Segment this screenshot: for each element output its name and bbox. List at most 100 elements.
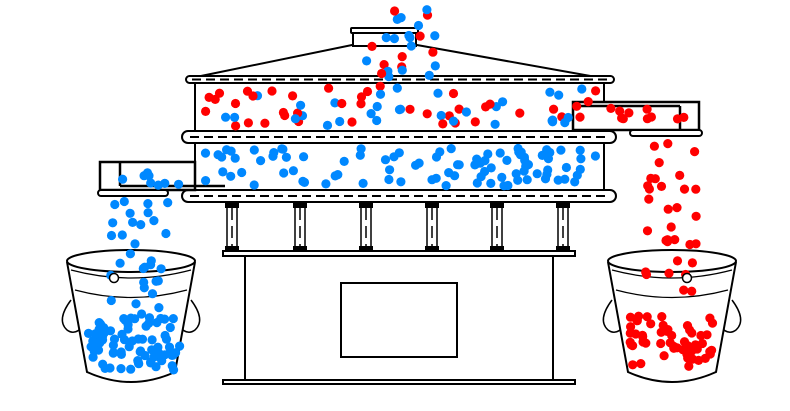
falling-fine-particle [106,295,116,306]
lower-deck-particle [480,166,490,177]
lower-deck-particle [513,143,523,154]
upper-deck-particle [490,119,500,129]
lower-deck-particle [249,145,259,155]
upper-deck-particle [470,117,480,127]
collected-fine-particle [88,336,98,346]
falling-coarse-particle [654,158,664,168]
middle-flange-screen [181,130,617,144]
falling-coarse-particle [672,203,682,213]
collected-coarse-particle [626,322,636,332]
collected-coarse-particle [669,341,679,351]
particles [83,5,718,375]
upper-deck-particle [324,83,334,93]
lower-deck-particle [217,152,227,162]
falling-fine-particle [110,199,120,210]
collected-coarse-particle [682,349,692,359]
falling-coarse-particle [672,256,683,266]
lower-deck-particle [394,148,404,158]
upper-deck-particle [583,97,593,107]
inlet-particle [377,68,387,79]
inlet-particle [390,6,400,16]
upper-deck-particle [267,86,277,96]
upper-deck-particle [221,112,231,122]
upper-deck-particle [347,117,357,127]
lower-flange-screen [181,189,617,203]
lower-deck-particle [200,148,211,158]
falling-fine-particle [156,264,166,274]
spring-leg [490,203,504,251]
upper-deck-particle [454,104,464,114]
upper-deck-particle [563,112,573,123]
upper-deck-particle [280,110,290,121]
lower-deck-particle [201,176,211,186]
collected-fine-particle [100,327,110,337]
falling-coarse-particle [641,267,651,277]
collected-fine-particle [109,334,120,344]
upper-deck-particle [461,107,471,117]
inlet-particle [379,60,389,70]
lower-deck-particle [288,166,298,176]
inlet-particle [375,81,385,91]
inlet-particle [422,5,432,15]
coarse-outlet-particle [642,104,652,114]
lower-deck-particle [556,145,566,155]
inlet-particle [362,56,372,66]
falling-fine-particle [108,218,118,228]
inlet-particle [430,31,440,41]
falling-coarse-particle [656,181,667,191]
collected-fine-particle [153,342,163,352]
coarse-outlet-particle [672,114,683,124]
upper-deck-particle [448,116,459,126]
upper-deck-particle [230,98,241,109]
lower-deck-particle [570,177,580,187]
falling-coarse-particle [675,170,685,180]
falling-coarse-particle [679,285,689,295]
falling-coarse-particle [679,184,690,194]
collected-coarse-particle [705,349,715,359]
falling-fine-particle [130,239,140,249]
inlet-particle [397,52,407,62]
collected-fine-particle [144,318,154,328]
collected-coarse-particle [659,351,669,361]
upper-deck-particle [392,83,402,93]
collected-fine-particle [119,335,130,345]
lower-deck-particle [590,151,601,161]
fine-outlet-particle [142,168,153,178]
upper-deck-particle [372,115,382,126]
lower-deck-particle [380,155,391,165]
coarse-outlet-particle [642,114,653,124]
upper-deck-particle [231,121,241,131]
collected-fine-particle [165,322,175,333]
lower-deck-particle [444,168,454,178]
collected-coarse-particle [646,319,656,329]
collected-coarse-particle [628,341,638,351]
collected-fine-particle [157,356,167,366]
upper-deck-particle [515,108,525,118]
inlet-particle [413,20,424,31]
falling-fine-particle [125,208,135,218]
upper-deck-particle [356,99,366,109]
upper-deck-particle [366,109,376,119]
upper-deck-particle [296,100,306,110]
falling-coarse-particle [670,235,680,245]
falling-coarse-particle [666,222,676,232]
collected-coarse-particle [684,361,694,371]
collected-fine-particle [126,364,136,374]
collected-coarse-particle [642,312,652,322]
lower-deck-particle [226,171,236,181]
collected-fine-particle [168,314,178,324]
lower-deck-particle [256,156,266,166]
lower-deck-particle [561,162,572,173]
lower-deck-particle [356,144,366,154]
collected-fine-particle [137,334,148,344]
inlet-particle [367,41,377,52]
lower-deck-particle [269,148,279,158]
falling-fine-particle [137,309,147,319]
falling-fine-particle [131,299,141,309]
upper-deck-particle [549,104,559,114]
falling-fine-particle [139,277,149,287]
lower-deck-particle [218,167,228,177]
collected-fine-particle [136,346,146,356]
upper-deck-particle [448,88,459,99]
inlet-particle [397,65,407,75]
